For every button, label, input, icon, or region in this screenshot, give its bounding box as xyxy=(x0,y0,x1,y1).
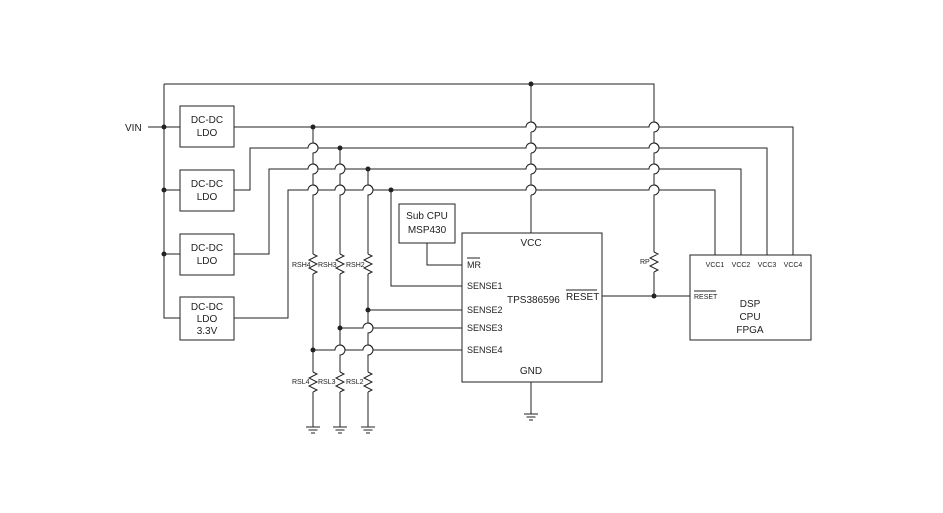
wire-hop xyxy=(530,163,537,175)
regulator-label: 3.3V xyxy=(197,326,218,337)
sense3-wire xyxy=(340,322,462,329)
supervisor-ic: VCC MR SENSE1 SENSE2 SENSE3 SENSE4 TPS38… xyxy=(461,232,603,383)
vin-branches xyxy=(164,189,180,255)
pin-vcc3: VCC3 xyxy=(758,262,777,269)
regulator-label: LDO xyxy=(197,314,218,325)
pin-sense3: SENSE3 xyxy=(467,323,503,333)
rsl4-label: RSL4 xyxy=(292,379,310,386)
top-vin-rail xyxy=(164,83,655,122)
ground-symbol xyxy=(524,413,538,421)
wire-hop xyxy=(530,142,537,154)
regulator-label: DC-DC xyxy=(191,115,223,126)
divider-3 xyxy=(333,148,347,434)
sub-cpu-label: MSP430 xyxy=(408,225,447,236)
regulator-label: LDO xyxy=(197,192,218,203)
divider-2 xyxy=(361,169,375,434)
rsh3-label: RSH3 xyxy=(318,262,337,269)
rsl3-resistor xyxy=(334,371,346,393)
junction-dot xyxy=(651,293,657,299)
junction-dot xyxy=(161,124,167,130)
regulator-1: DC-DC LDO xyxy=(179,105,235,148)
rsh4-resistor xyxy=(307,253,319,275)
vin-bus xyxy=(163,84,180,319)
rp-resistor xyxy=(648,251,660,273)
wire-hop xyxy=(530,121,537,133)
rsh3-resistor xyxy=(334,253,346,275)
regulator-3: DC-DC LDO xyxy=(179,233,235,276)
load-label: FPGA xyxy=(736,325,764,336)
regulator-label: LDO xyxy=(197,128,218,139)
pin-vcc2: VCC2 xyxy=(732,262,751,269)
ground-symbol xyxy=(306,426,320,434)
rail-1 xyxy=(234,121,794,260)
regulator-label: LDO xyxy=(197,256,218,267)
rsl4-resistor xyxy=(307,371,319,393)
regulator-label: DC-DC xyxy=(191,179,223,190)
pin-gnd: GND xyxy=(520,366,542,377)
sub-cpu-label: Sub CPU xyxy=(406,211,448,222)
pin-vcc4: VCC4 xyxy=(784,262,803,269)
pin-vcc1: VCC1 xyxy=(706,262,725,269)
rsh2-label: RSH2 xyxy=(346,262,365,269)
regulator-2: DC-DC LDO xyxy=(179,169,235,212)
supervisor-name: TPS386596 xyxy=(507,295,560,306)
pin-sense2: SENSE2 xyxy=(467,305,503,315)
junction-dot xyxy=(161,251,167,257)
regulator-4: DC-DC LDO 3.3V xyxy=(179,296,235,341)
mr-wire xyxy=(426,243,462,266)
rail-2 xyxy=(234,142,768,260)
vin-label: VIN xyxy=(125,123,142,134)
rsh4-label: RSH4 xyxy=(292,262,311,269)
junction-dot xyxy=(161,187,167,193)
load-label: DSP xyxy=(740,299,761,310)
pin-sense4: SENSE4 xyxy=(467,345,503,355)
rsl3-label: RSL3 xyxy=(318,379,336,386)
load-label: CPU xyxy=(739,312,760,323)
sub-cpu-block: Sub CPU MSP430 xyxy=(398,203,456,244)
divider-4 xyxy=(306,127,320,434)
sense1-wire xyxy=(390,190,462,287)
rp-label: RP xyxy=(640,259,650,266)
rsh2-resistor xyxy=(362,253,374,275)
pin-load-reset: RESET xyxy=(694,294,718,301)
load-block: VCC1 VCC2 VCC3 VCC4 RESET DSP CPU FPGA xyxy=(689,254,812,341)
regulator-label: DC-DC xyxy=(191,243,223,254)
pin-reset: RESET xyxy=(566,292,599,303)
rsl2-resistor xyxy=(362,371,374,393)
ground-symbol xyxy=(333,426,347,434)
pin-sense1: SENSE1 xyxy=(467,281,503,291)
wire-hop xyxy=(530,184,537,196)
pin-mr: MR xyxy=(467,260,481,270)
ground-symbol xyxy=(361,426,375,434)
rsl2-label: RSL2 xyxy=(346,379,364,386)
sense4-wire xyxy=(313,344,462,351)
regulator-label: DC-DC xyxy=(191,302,223,313)
pin-vcc: VCC xyxy=(520,238,541,249)
